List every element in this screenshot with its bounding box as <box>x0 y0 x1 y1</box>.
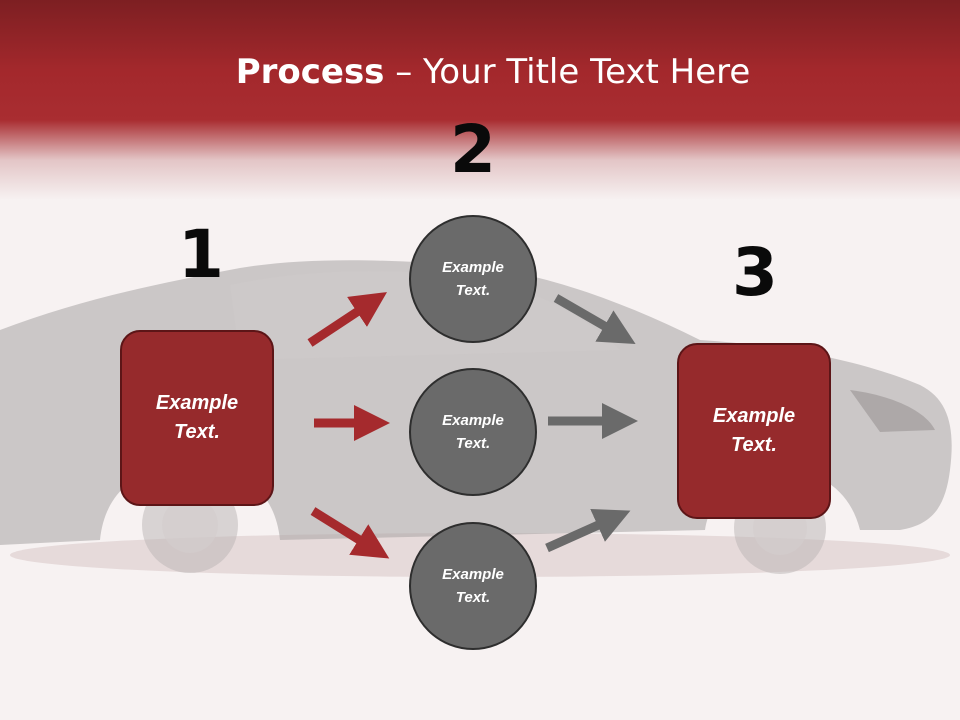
step-1-text-line1: Example <box>155 392 239 414</box>
circle-middle-line2: Text. <box>455 435 491 452</box>
slide-title: Process – Your Title Text Here <box>0 52 960 92</box>
step-1-text-line2: Text. <box>174 421 220 443</box>
circle-middle-line1: Example <box>442 412 504 429</box>
arrow-bottom-to-3 <box>545 508 631 553</box>
arrow-1-to-bottom <box>310 507 390 559</box>
title-bold: Process <box>235 52 385 92</box>
title-banner <box>0 0 960 200</box>
circle-bottom-line2: Text. <box>455 589 491 606</box>
step-number-1: 1 <box>178 216 224 293</box>
arrow-top-to-3 <box>553 294 636 345</box>
step-3-text-line2: Text. <box>731 434 777 456</box>
circle-bottom-line1: Example <box>442 566 504 583</box>
step-number-2: 2 <box>450 111 496 188</box>
circle-top-line1: Example <box>442 259 504 276</box>
step-3-text-line1: Example <box>712 405 796 427</box>
title-rest: – Your Title Text Here <box>384 52 751 92</box>
circle-top-line2: Text. <box>455 282 491 299</box>
arrow-1-to-top <box>307 292 388 347</box>
step-number-3: 3 <box>732 234 778 311</box>
